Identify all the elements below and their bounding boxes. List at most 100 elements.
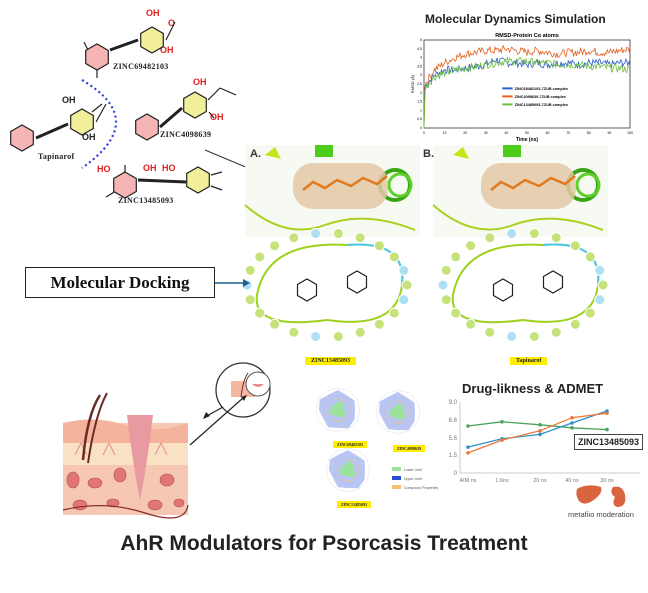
data-point bbox=[570, 415, 574, 420]
residue-node bbox=[310, 330, 322, 342]
ligand-ring bbox=[542, 270, 564, 294]
residue-node bbox=[450, 307, 462, 319]
y-tick-label: 9.0 bbox=[449, 400, 458, 406]
benzene-ring bbox=[183, 91, 207, 119]
panel-b-label: B. bbox=[423, 148, 434, 160]
ligand-stick bbox=[490, 175, 576, 191]
residue-node bbox=[332, 228, 344, 240]
data-point bbox=[570, 421, 574, 425]
benzene-ring bbox=[113, 171, 137, 199]
bond bbox=[165, 21, 176, 41]
bond bbox=[219, 87, 237, 96]
solvent-exposure bbox=[346, 243, 404, 286]
residue-node bbox=[354, 232, 366, 244]
residue-node bbox=[288, 232, 300, 244]
y-tick-label: 0 bbox=[454, 471, 458, 477]
residue-node bbox=[440, 294, 452, 306]
compound-properties bbox=[326, 398, 350, 422]
residue-node bbox=[269, 318, 281, 330]
radar-label: ZINC13485093 bbox=[337, 501, 372, 508]
compound-properties bbox=[336, 458, 360, 482]
x-tick-label: 90 bbox=[607, 131, 611, 135]
benzene-ring bbox=[135, 113, 159, 141]
data-point bbox=[538, 432, 542, 437]
residue-node bbox=[388, 307, 400, 319]
residue-node bbox=[594, 294, 606, 306]
atom-oh: OH bbox=[82, 132, 96, 142]
panel-a-label: A. bbox=[250, 148, 261, 160]
ligand-ring bbox=[296, 278, 318, 302]
residue-node bbox=[437, 279, 449, 291]
main-title: AhR Modulators for Psorcasis Treatment bbox=[120, 532, 528, 555]
x-tick-label: AIM ns bbox=[459, 478, 476, 484]
radar-legend: Lower Limit Upper Limit Compound Propert… bbox=[392, 466, 438, 493]
residue-node bbox=[244, 264, 256, 276]
double-bond bbox=[109, 39, 139, 51]
y-tick-label: 4 bbox=[420, 56, 422, 60]
legend-lower-limit: Lower Limit bbox=[404, 468, 422, 472]
arrow-to-docking bbox=[204, 149, 249, 169]
radar-grid bbox=[315, 387, 361, 433]
y-tick-label: 2,5 bbox=[417, 82, 422, 86]
docking-panels bbox=[241, 145, 609, 342]
admet-chart-title: Drug-likness & ADMET bbox=[462, 381, 604, 396]
molecule-label: ZINC69482103 bbox=[113, 62, 169, 71]
residue-node bbox=[332, 330, 344, 342]
radar-label: ZINC69482103 bbox=[333, 441, 368, 448]
x-tick-label: 30 bbox=[484, 131, 488, 135]
benzene-ring bbox=[85, 43, 109, 71]
legend-upper-limit: Upper Limit bbox=[404, 477, 422, 481]
bond bbox=[210, 185, 223, 191]
residue-node bbox=[254, 251, 266, 263]
y-tick-label: 3 bbox=[420, 73, 422, 77]
protein-loop bbox=[244, 204, 416, 231]
bioavailability-radar-charts bbox=[315, 387, 421, 493]
admet-callout: ZINC13485093 bbox=[574, 434, 644, 450]
residue-node bbox=[465, 318, 477, 330]
residue-node bbox=[244, 294, 256, 306]
similarity-arc bbox=[81, 79, 118, 169]
radar-label: ZINC4098639 bbox=[393, 445, 426, 452]
molecule-label: Tapinarof bbox=[38, 152, 75, 161]
y-tick-label: 0,5 bbox=[417, 117, 422, 121]
solvent-exposure bbox=[542, 243, 600, 286]
atom-oh: OH bbox=[160, 45, 174, 55]
data-point bbox=[500, 438, 504, 442]
series-line bbox=[423, 56, 631, 129]
x-tick-label: 60 bbox=[546, 131, 550, 135]
molecular-docking-label: Molecular Docking bbox=[25, 267, 215, 298]
ligand-ring bbox=[492, 278, 514, 302]
series-line bbox=[423, 44, 631, 129]
residue-node bbox=[388, 251, 400, 263]
residue-node bbox=[594, 264, 606, 276]
legend-label: ZINC69482103-7ZUB complex bbox=[515, 87, 569, 91]
atom-oh: OH bbox=[146, 8, 160, 18]
residue-node bbox=[528, 228, 540, 240]
y-tick-label: 8.6 bbox=[449, 418, 458, 424]
y-tick-label: 1 bbox=[420, 108, 422, 112]
residue-node bbox=[398, 294, 410, 306]
x-tick-label: 20 bbox=[463, 131, 467, 135]
beta-strand bbox=[453, 147, 469, 159]
data-point bbox=[500, 420, 504, 424]
molecule-structures: OH O OH OH OH OH OH HO OH HO bbox=[10, 8, 249, 199]
lower-limit-area bbox=[390, 403, 406, 419]
residue-node bbox=[373, 240, 385, 252]
ligand-surface bbox=[481, 163, 576, 209]
x-axis-label: Time (ns) bbox=[516, 137, 538, 143]
atom-oh: OH bbox=[143, 163, 157, 173]
legend-compound-properties: Compound Properties bbox=[404, 486, 439, 490]
residue-node bbox=[569, 240, 581, 252]
benzene-ring bbox=[10, 124, 34, 152]
bond bbox=[208, 111, 215, 119]
double-bond bbox=[35, 123, 69, 139]
atom-oh: OH bbox=[193, 77, 207, 87]
liver-kidney-icon bbox=[576, 485, 626, 507]
series-line bbox=[467, 421, 608, 431]
radar-grid bbox=[375, 389, 421, 435]
data-point bbox=[538, 429, 542, 433]
residue-node bbox=[584, 251, 596, 263]
compound-properties bbox=[386, 400, 410, 424]
